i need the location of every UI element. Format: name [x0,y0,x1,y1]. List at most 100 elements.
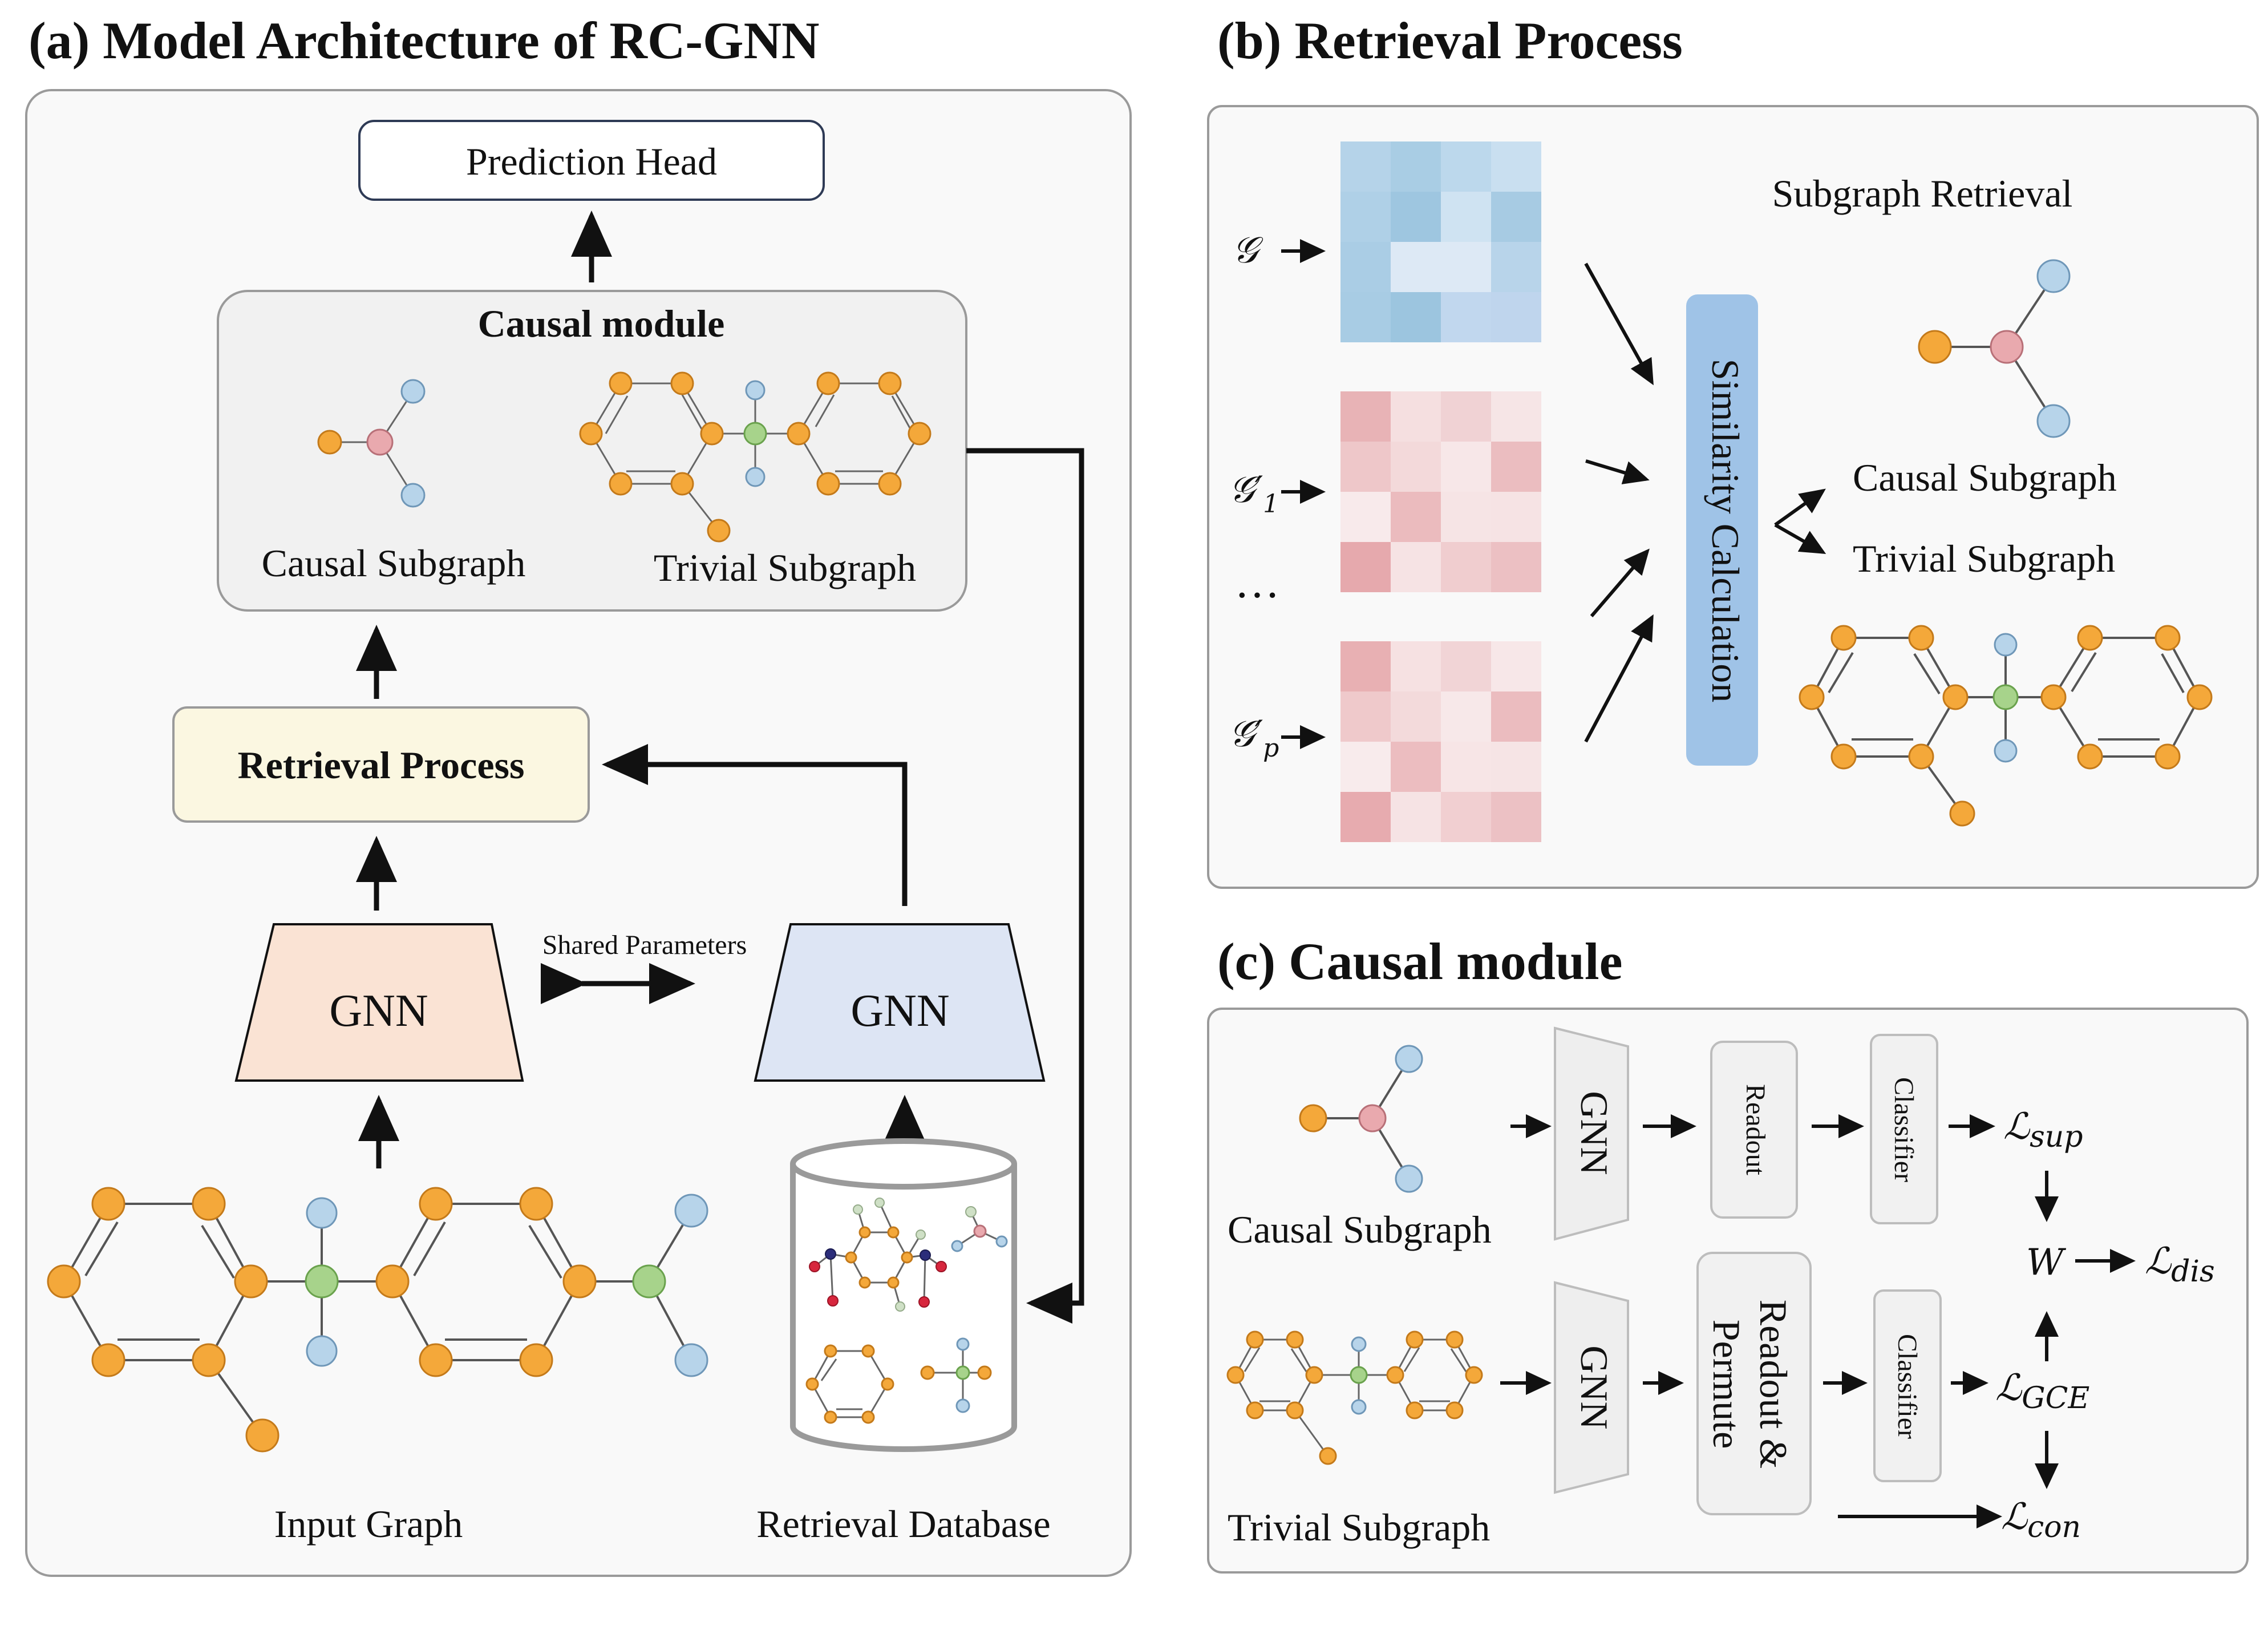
arrow-db-gnn-to-retrieval [602,744,908,906]
similarity-calculation-label: Similarity Calculation [1704,359,1747,702]
gnn-right-trapezoid [754,923,1046,1082]
matrix-g1-cell [1391,542,1441,592]
gnn-bottom-label: GNN [1573,1345,1616,1429]
readout-permute-box [1696,1252,1812,1515]
loss-gce: ℒGCE [1995,1367,2089,1415]
matrix-g-cell [1391,242,1441,292]
panel-b-title: (b) Retrieval Process [1217,11,1683,70]
matrix-gp-cell [1391,641,1441,691]
ellipsis-dots: ··· [1234,571,1280,621]
matrix-gp-cell [1391,742,1441,792]
matrix-gp-cell [1441,792,1491,842]
arrow-gp-to-similarity [1584,614,1654,743]
panel-c-title: (c) Causal module [1217,932,1622,990]
gnn-left-label: GNN [329,986,428,1036]
matrix-g-cell [1340,242,1391,292]
retrieval-database-label: Retrieval Database [756,1502,1050,1546]
causal-subgraph-label-b: Causal Subgraph [1853,456,2117,499]
prediction-head-box [358,120,825,201]
input-graph-label: Input Graph [274,1502,463,1546]
arrow-causal-to-database [966,448,1084,1324]
causal-subgraph-label-c: Causal Subgraph [1228,1208,1492,1251]
arrow-to-trivial-subgraph [1774,523,1826,554]
gnn-top-label: GNN [1573,1091,1616,1175]
matrix-g1-cell [1391,442,1441,492]
matrix-gp-cell [1491,792,1541,842]
matrix-gp-cell [1340,641,1391,691]
matrix-g-cell [1491,192,1541,242]
trivial-subgraph-label-c: Trivial Subgraph [1228,1506,1490,1549]
subgraph-retrieval-label: Subgraph Retrieval [1772,172,2073,215]
matrix-gp-cell [1340,792,1391,842]
matrix-g-cell [1391,192,1441,242]
matrix-g-cell [1340,192,1391,242]
w-symbol: W [2026,1241,2067,1284]
matrix-g1-cell [1491,542,1541,592]
matrix-g1-cell [1441,542,1491,592]
arrow-g-to-similarity [1584,262,1654,386]
database-molecules [805,1198,1008,1424]
matrix-g1-cell [1441,492,1491,542]
matrix-g1-cell [1340,391,1391,442]
matrix-g1-cell [1441,442,1491,492]
matrix-gp-cell [1491,742,1541,792]
readout-permute-label-1: Readout & [1752,1300,1795,1469]
matrix-g-cell [1441,292,1491,342]
matrix-gp-cell [1340,742,1391,792]
loss-con: ℒcon [2001,1496,2081,1544]
matrix-g-cell [1491,141,1541,192]
matrix-g-cell [1391,141,1441,192]
matrix-g1-cell [1391,391,1441,442]
arrow-g1-to-similarity [1585,459,1650,484]
matrix-g-cell [1441,192,1491,242]
matrix-g1-cell [1391,492,1441,542]
trivial-subgraph-graph-b [1799,625,2213,827]
matrix-g-cell [1441,242,1491,292]
readout-box [1710,1041,1798,1219]
causal-subgraph-graph-b [1918,259,2071,438]
matrix-g-cell [1491,242,1541,292]
matrix-g1-cell [1491,442,1541,492]
trivial-subgraph-label-b: Trivial Subgraph [1853,537,2115,580]
label-gp: 𝒢′p [1229,713,1279,763]
classifier-top-box [1870,1034,1938,1224]
matrix-gp-cell [1391,792,1441,842]
matrix-gp-cell [1441,641,1491,691]
input-graph [47,1187,708,1453]
arrow-to-causal-subgraph [1774,488,1826,527]
loss-sup: ℒsup [2003,1106,2083,1154]
causal-subgraph-label-a: Causal Subgraph [262,541,526,585]
label-g1: 𝒢′1 [1229,469,1279,519]
matrix-g-cell [1441,141,1491,192]
gnn-right-label: GNN [850,986,949,1036]
similarity-calculation-box [1686,294,1758,766]
matrix-g [1340,141,1541,342]
matrix-g1-cell [1491,492,1541,542]
matrix-g1-cell [1340,492,1391,542]
matrix-gp-cell [1491,641,1541,691]
classifier-bottom-label: Classifier [1892,1334,1922,1439]
gnn-bottom-trapezoid [1554,1281,1629,1494]
retrieval-process-label: Retrieval Process [238,743,525,787]
matrix-gp-cell [1441,742,1491,792]
shared-parameters-label: Shared Parameters [542,930,747,960]
matrix-gp [1340,641,1541,842]
gnn-left-trapezoid [234,923,524,1082]
causal-subgraph-graph-c [1299,1045,1423,1193]
causal-subgraph-graph-a [317,379,426,508]
loss-dis: ℒdis [2145,1240,2215,1289]
trivial-subgraph-graph-a [579,371,932,543]
causal-module-title: Causal module [478,302,725,345]
matrix-g1-cell [1340,442,1391,492]
retrieval-process-box [172,706,590,823]
retrieval-database-cylinder [790,1138,1017,1452]
matrix-g-cell [1491,292,1541,342]
prediction-head-label: Prediction Head [466,140,717,183]
matrix-g-cell [1340,141,1391,192]
matrix-gp-cell [1391,691,1441,742]
matrix-g1-cell [1441,391,1491,442]
trivial-subgraph-graph-c [1226,1330,1483,1465]
matrix-g1-cell [1340,542,1391,592]
trivial-subgraph-label-a: Trivial Subgraph [654,546,916,589]
classifier-top-label: Classifier [1889,1077,1919,1182]
